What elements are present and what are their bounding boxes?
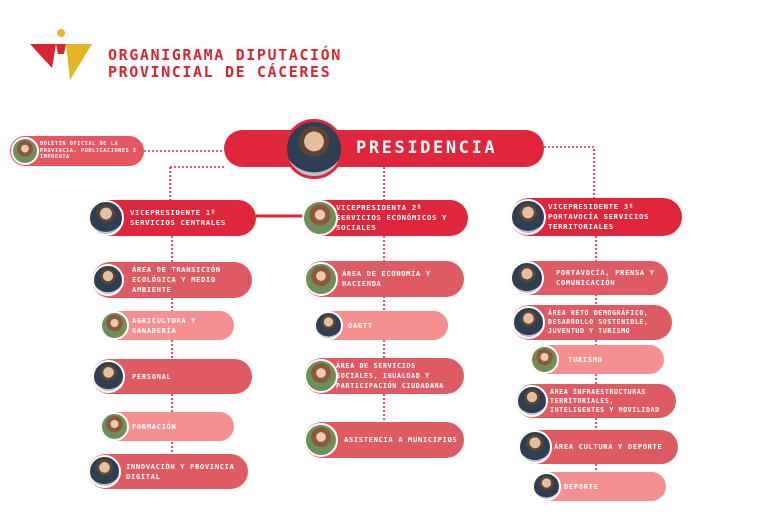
diputacion-logo (30, 29, 92, 80)
area-avatar (512, 306, 545, 339)
presidencia-label: PRESIDENCIA (356, 138, 498, 158)
area-label: PORTAVOCÍA, PRENSA Y COMUNICACIÓN (556, 268, 655, 287)
boletin-label: BOLETÍN OFICIAL DE LA PROVINCIA, PUBLICA… (40, 141, 137, 161)
vp2-label: VICEPRESIDENTA 2ª SERVICIOS ECONÓMICOS Y… (336, 203, 448, 232)
title-line-1: ORGANIGRAMA DIPUTACIÓN (108, 46, 342, 64)
area-label: DEPORTE (564, 481, 599, 491)
presidente-avatar (284, 119, 344, 179)
area-avatar (516, 385, 548, 417)
title-line-2: PROVINCIAL DE CÁCERES (108, 63, 332, 81)
area-avatar (314, 311, 343, 340)
area-label: ÁREA DE SERVICIOS SOCIALES, IGUALDAD Y P… (336, 362, 444, 390)
area-label: ÁREA INFRAESTRUCTURAS TERRITORIALES, INT… (550, 387, 660, 414)
boletin-avatar (11, 137, 39, 165)
area-avatar (530, 345, 559, 374)
page-title: ORGANIGRAMA DIPUTACIÓN PROVINCIAL DE CÁC… (108, 47, 342, 81)
area-label: PERSONAL (132, 371, 172, 381)
area-avatar (510, 261, 544, 295)
vp1-avatar (88, 200, 124, 236)
vp3-avatar (510, 199, 546, 235)
vp2-avatar (302, 200, 338, 236)
area-label: ASISTENCIA A MUNICIPIOS (344, 435, 458, 444)
area-label: OAGTT (348, 320, 373, 330)
presidencia-node[interactable]: PRESIDENCIA (224, 130, 544, 167)
area-label: ÁREA RETO DEMOGRÁFICO, DESARROLLO SOSTEN… (548, 309, 649, 335)
area-avatar (100, 311, 129, 340)
area-avatar (304, 359, 338, 393)
area-avatar (532, 472, 561, 501)
area-avatar (100, 412, 129, 441)
area-label: TURISMO (568, 354, 603, 364)
area-label: ÁREA DE TRANSICIÓN ECOLÓGICA Y MEDIO AMB… (132, 265, 221, 294)
area-avatar (88, 455, 121, 488)
area-label: INNOVACIÓN Y PROVINCIA DIGITAL (126, 461, 235, 481)
area-label: AGRICULTURA Y GANADERÍA (132, 315, 197, 335)
area-label: ÁREA DE ECONOMÍA Y HACIENDA (342, 269, 431, 288)
area-avatar (518, 430, 552, 464)
area-label: ÁREA CULTURA Y DEPORTE (554, 442, 663, 451)
vp3-label: VICEPRESIDENTE 3º PORTAVOCÍA SERVICIOS T… (548, 202, 649, 231)
vp1-label: VICEPRESIDENTE 1º SERVICIOS CENTRALES (130, 208, 226, 227)
area-avatar (92, 264, 124, 296)
area-avatar (304, 262, 338, 296)
area-avatar (92, 360, 125, 393)
area-avatar (304, 423, 338, 457)
area-label: FORMACIÓN (132, 421, 177, 431)
